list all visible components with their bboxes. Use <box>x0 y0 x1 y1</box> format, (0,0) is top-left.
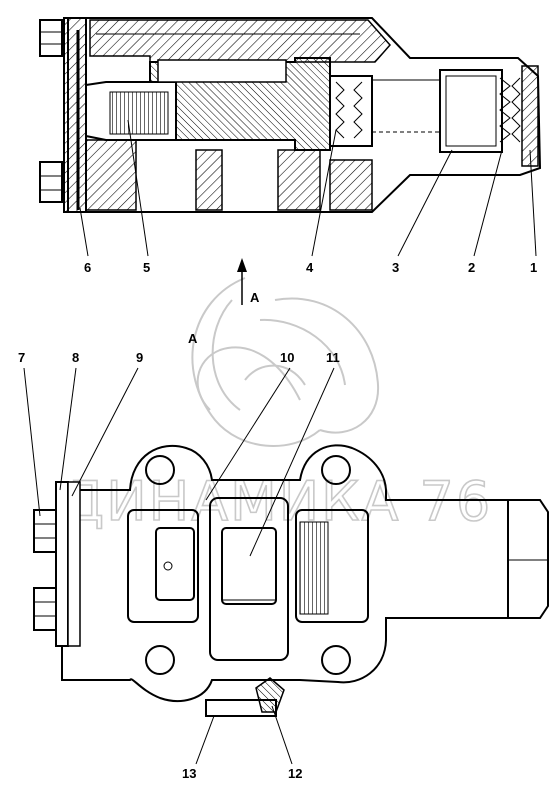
label-part-1: 1 <box>530 260 537 275</box>
label-part-10: 10 <box>280 350 294 365</box>
external-view <box>33 444 549 717</box>
section-view <box>39 17 542 213</box>
label-part-7: 7 <box>18 350 25 365</box>
label-part-12: 12 <box>288 766 302 781</box>
label-part-2: 2 <box>468 260 475 275</box>
view-arrow: A A <box>188 258 260 346</box>
label-part-13: 13 <box>182 766 196 781</box>
view-arrow-label: A <box>250 290 260 305</box>
view-label: A <box>188 331 198 346</box>
label-part-3: 3 <box>392 260 399 275</box>
label-part-6: 6 <box>84 260 91 275</box>
label-part-4: 4 <box>306 260 314 275</box>
callouts-bottom: 7 8 9 10 11 13 12 <box>18 350 340 781</box>
label-part-9: 9 <box>136 350 143 365</box>
watermark-logo <box>191 277 380 447</box>
label-part-11: 11 <box>326 350 340 365</box>
callouts-top: 6 5 4 3 2 1 <box>79 119 537 275</box>
label-part-8: 8 <box>72 350 79 365</box>
label-part-5: 5 <box>143 260 150 275</box>
